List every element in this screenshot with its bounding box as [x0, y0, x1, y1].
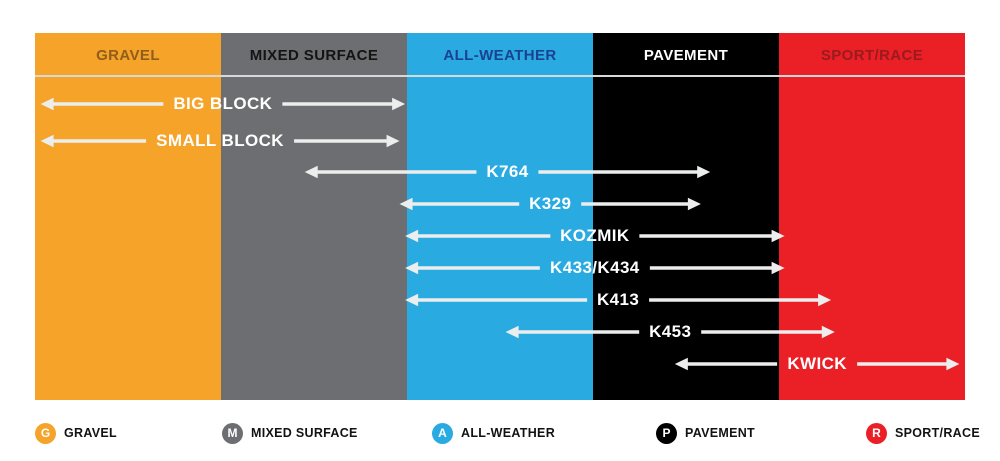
- sport-race-legend-icon: R: [866, 422, 887, 444]
- tire-label-k433-k434: K433/K434: [550, 258, 640, 277]
- legend-item-all-weather: A ALL-WEATHER: [432, 420, 555, 446]
- tire-label-small-block: SMALL BLOCK: [156, 131, 284, 150]
- surface-column-mixed-surface: MIXED SURFACE: [221, 33, 407, 400]
- tire-label-big-block: BIG BLOCK: [173, 94, 273, 113]
- tire-label-k413: K413: [596, 290, 640, 309]
- legend-item-sport-race: R SPORT/RACE: [866, 420, 980, 446]
- header-divider-line: [35, 75, 965, 77]
- gravel-legend-icon: G: [35, 422, 56, 444]
- legend-label-gravel: GRAVEL: [64, 426, 117, 440]
- column-header-mixed-surface: MIXED SURFACE: [249, 47, 379, 64]
- surface-column-gravel: GRAVEL: [35, 33, 221, 400]
- column-header-sport-race: SPORT/RACE: [820, 47, 924, 64]
- legend-item-pavement: P PAVEMENT: [656, 420, 755, 446]
- pavement-legend-icon: P: [656, 422, 677, 444]
- legend-label-all-weather: ALL-WEATHER: [461, 426, 556, 440]
- surface-column-sport-race: SPORT/RACE: [779, 33, 965, 400]
- tire-label-kozmik: KOZMIK: [560, 226, 630, 245]
- surface-columns: GRAVEL MIXED SURFACE ALL-WEATHER PAVEMENT SP…: [35, 33, 965, 400]
- column-header-all-weather: ALL-WEATHER: [443, 47, 557, 64]
- mixed-surface-legend-icon: M: [222, 422, 243, 444]
- legend: G GRAVEL M MIXED SURFACE A ALL-WEATHER P PAVEME…: [0, 420, 1000, 450]
- tire-label-k329: K329: [529, 194, 572, 213]
- column-header-pavement: PAVEMENT: [643, 47, 729, 64]
- legend-label-mixed-surface: MIXED SURFACE: [251, 426, 358, 440]
- surface-column-all-weather: ALL-WEATHER: [407, 33, 593, 400]
- legend-item-mixed-surface: M MIXED SURFACE: [222, 420, 358, 446]
- tire-label-k764: K764: [486, 162, 529, 181]
- legend-label-sport-race: SPORT/RACE: [895, 426, 980, 440]
- tire-label-kwick: KWICK: [787, 354, 847, 373]
- surface-column-pavement: PAVEMENT: [593, 33, 779, 400]
- column-header-gravel: GRAVEL: [96, 47, 160, 64]
- legend-label-pavement: PAVEMENT: [685, 426, 755, 440]
- all-weather-legend-icon: A: [432, 422, 453, 444]
- tire-label-k453: K453: [649, 322, 692, 341]
- legend-item-gravel: G GRAVEL: [35, 420, 117, 446]
